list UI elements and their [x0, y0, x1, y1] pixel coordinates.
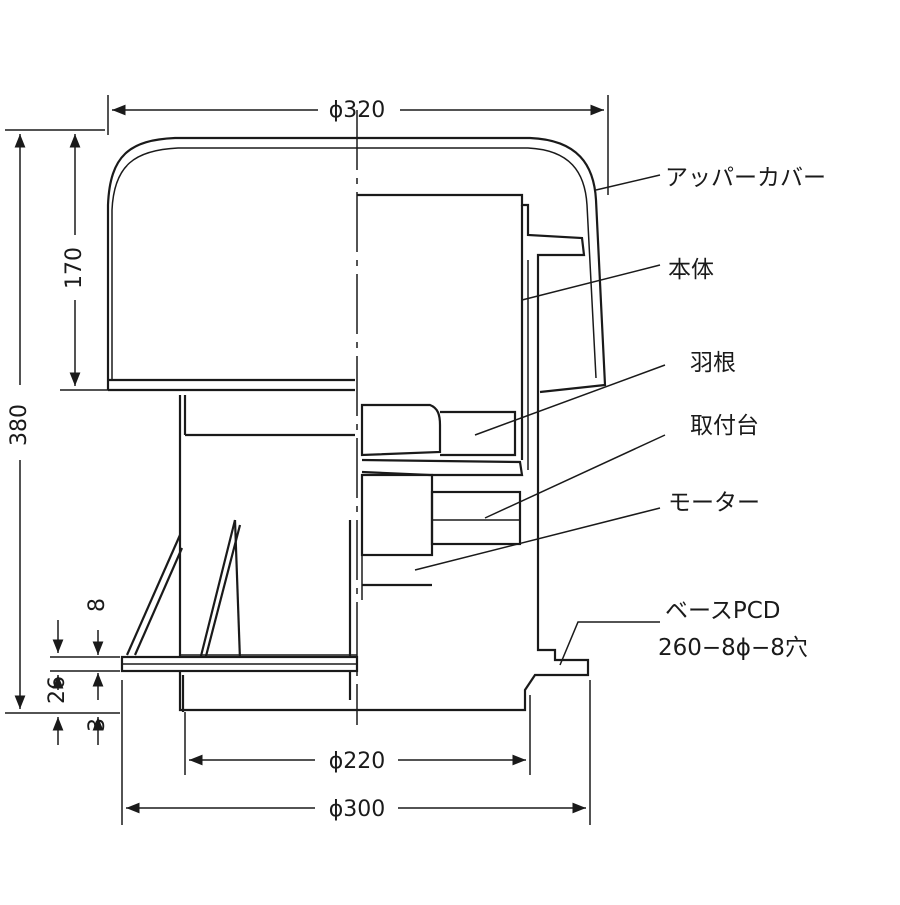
label-motor: モーター — [668, 490, 760, 516]
dim-flange-3: 3 — [85, 718, 110, 732]
dim-base-outer: ϕ300 — [329, 797, 386, 822]
label-impeller: 羽根 — [690, 350, 736, 376]
dim-flange-26: 26 — [45, 676, 70, 704]
label-mount: 取付台 — [690, 413, 759, 439]
label-upper-cover: アッパーカバー — [665, 165, 826, 191]
label-body: 本体 — [668, 257, 714, 283]
dimensions: ϕ320 380 170 26 8 3 ϕ220 ϕ3 — [5, 95, 609, 825]
label-base-pcd-spec: 260−8ϕ−8穴 — [658, 635, 808, 661]
dim-flange-8: 8 — [85, 598, 110, 612]
callouts: アッパーカバー 本体 羽根 取付台 モーター ベースPCD 260−8ϕ−8穴 — [414, 165, 826, 666]
upper-cover-outline — [106, 136, 607, 394]
dim-cover-height: 170 — [62, 247, 87, 289]
stand-outline — [178, 395, 357, 712]
dim-top-width: ϕ320 — [329, 98, 386, 123]
label-base-pcd: ベースPCD — [665, 598, 781, 624]
motor-outline — [360, 473, 434, 557]
body-outline — [357, 193, 590, 712]
dim-base-inner: ϕ220 — [329, 749, 386, 774]
impeller-outline — [360, 403, 442, 457]
dim-total-height: 380 — [7, 404, 32, 446]
fan-outline — [106, 110, 607, 725]
